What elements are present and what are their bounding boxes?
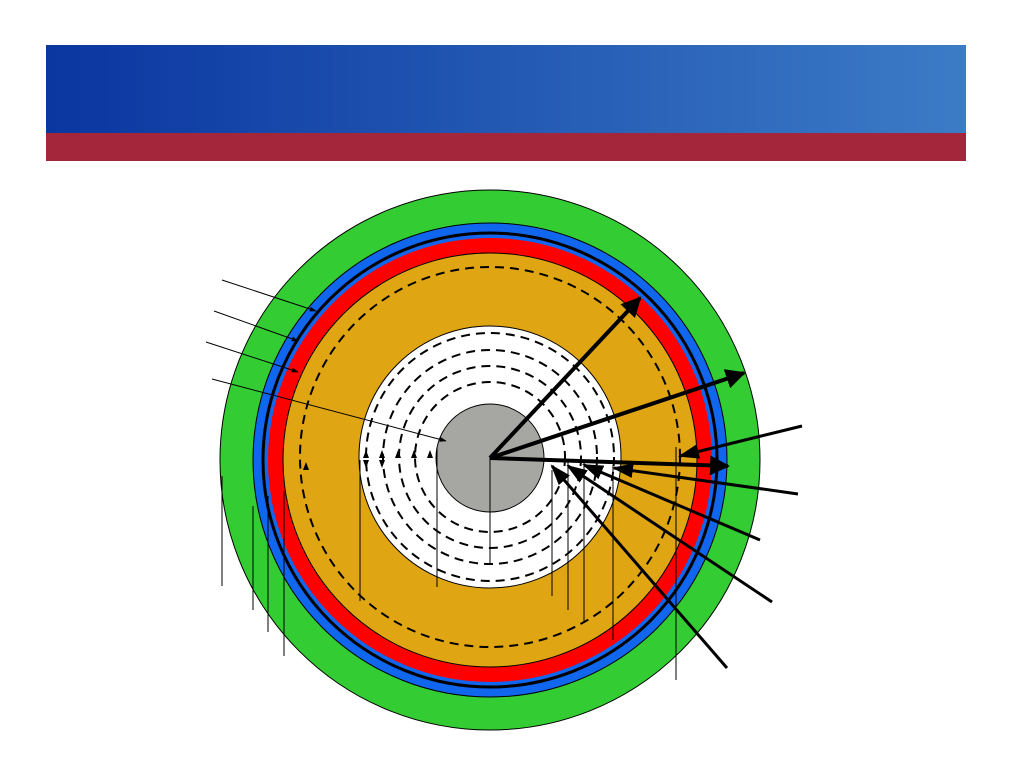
orbit-arrow-5 (427, 450, 433, 458)
left-pointer-1 (221, 279, 317, 312)
radius-arrows (488, 296, 746, 476)
radius-arrow-green (489, 369, 746, 460)
orbit-direction-arrows (303, 450, 433, 470)
orbit-arrow-2 (379, 450, 385, 458)
orbit-arrow-outer (303, 462, 309, 470)
left-pointers (205, 279, 447, 442)
orbit-arrow-1 (363, 450, 369, 458)
orbit-arrow-3 (395, 450, 401, 458)
radius-arrow-red (488, 296, 642, 460)
right-pointer-1 (677, 424, 803, 459)
inner-dashed-orbit-1 (365, 332, 615, 582)
inner-dashed-orbit-4 (414, 381, 566, 533)
right-pointers (550, 424, 803, 669)
right-pointer-2 (611, 463, 799, 496)
left-pointer-4 (211, 378, 447, 442)
right-pointer-4 (566, 464, 773, 604)
left-pointer-3 (205, 341, 299, 373)
vertical-leaders (221, 447, 677, 680)
orbit-arrow-4 (411, 450, 417, 458)
orbit-arrow-7 (379, 460, 385, 468)
accent-stripe (46, 133, 966, 161)
radius-arrow-blue (489, 455, 730, 476)
orbit-arrow-6 (363, 460, 369, 468)
left-pointer-2 (213, 310, 299, 342)
right-pointer-5 (550, 464, 729, 669)
title-band (46, 45, 966, 133)
